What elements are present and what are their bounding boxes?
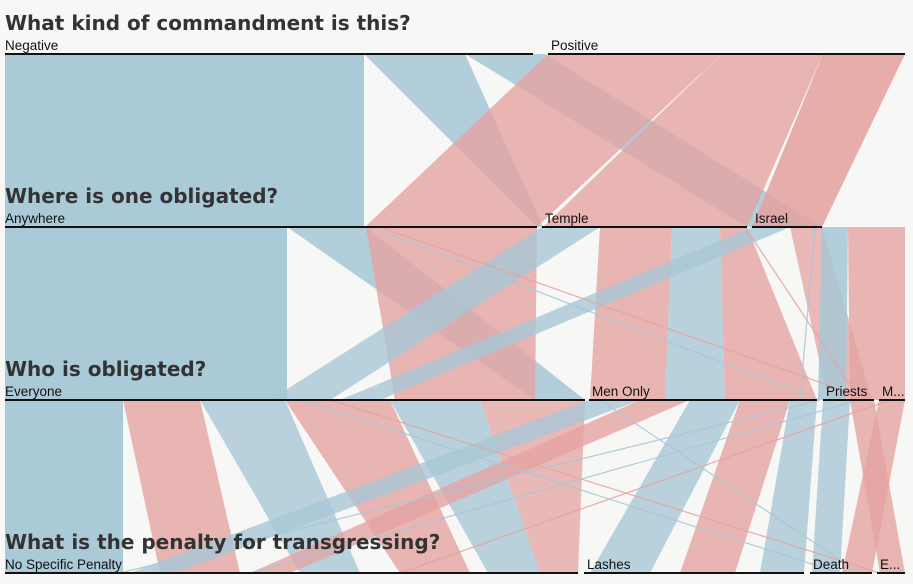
category-label-lashes: Lashes [587,557,631,572]
dimension-title: Who is obligated? [5,357,206,381]
ribbon-thin-negative [799,226,816,401]
ribbons-layer [5,54,905,574]
category-label-everyone: Everyone [5,384,62,399]
ribbon-negative [5,227,287,400]
ribbon-thin-positive [744,226,861,401]
dimension-title: Where is one obligated? [5,184,278,208]
ribbon-thin-negative [249,399,861,574]
ribbon-positive [752,54,905,227]
ribbon-negative [340,227,790,400]
category-label-death: Death [813,557,849,572]
ribbon-thin-negative [599,399,861,574]
category-label-no-specific-penalty: No Specific Penalty [5,557,122,572]
ribbon-negative [760,400,817,573]
ribbon-positive [848,227,905,400]
category-label-priests: Priests [826,384,868,399]
ribbon-positive [123,400,240,573]
ribbon-thin-positive [329,399,881,574]
category-label-e: E... [880,557,900,572]
ribbon-positive [590,227,672,400]
ribbon-thin-negative [369,226,821,401]
ribbon-positive [365,54,722,227]
ribbon-positive [720,227,817,400]
category-label-israel: Israel [755,211,788,226]
ribbon-negative [270,227,600,400]
category-label-men-only: Men Only [592,384,650,399]
axes-layer: What kind of commandment is this? Negativ… [5,11,905,574]
category-label-negative: Negative [5,38,58,53]
ribbon-negative [590,400,740,573]
ribbon-negative [200,400,360,573]
ribbon-thin-positive [379,226,871,401]
ribbon-positive [680,400,790,573]
category-label-positive: Positive [551,38,598,53]
ribbon-thin-positive [399,399,891,574]
ribbon-negative [812,400,850,573]
ribbon-negative [818,227,848,400]
category-label-m: M... [882,384,905,399]
ribbon-negative [5,54,364,227]
category-label-temple: Temple [545,211,589,226]
ribbon-positive [842,400,905,573]
dimension-title: What is the penalty for transgressing? [5,530,440,554]
ribbon-thin-negative [119,399,821,574]
ribbon-negative [130,400,640,573]
ribbon-thin-negative [299,399,841,574]
ribbon-positive [543,54,823,227]
ribbon-negative [5,400,123,573]
dimension-title: What kind of commandment is this? [5,11,411,35]
category-label-anywhere: Anywhere [5,211,65,226]
